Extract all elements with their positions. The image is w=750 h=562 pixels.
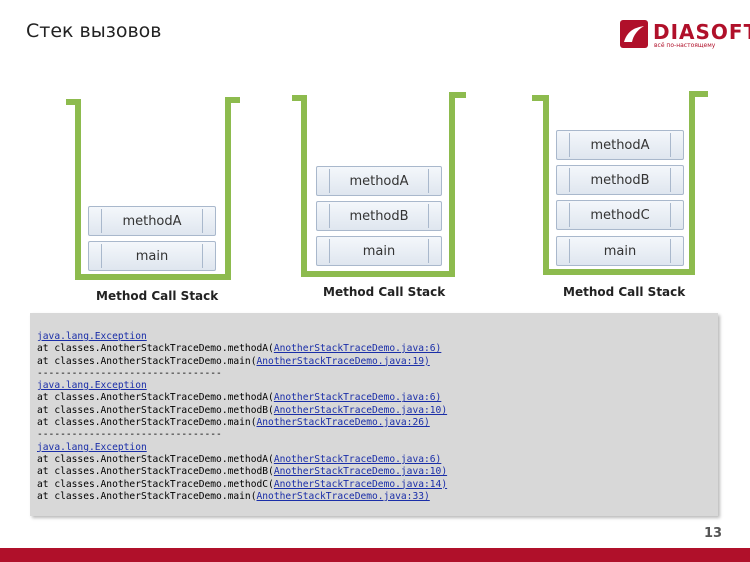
stack-container-1 [66,97,240,280]
source-link[interactable]: AnotherStackTraceDemo.java:10) [273,404,448,416]
source-link[interactable]: AnotherStackTraceDemo.java:10) [273,466,448,478]
logo-mark-icon [620,20,648,48]
trace-exception-line: java.lang.Exception [37,380,447,392]
trace-separator: -------------------------------- [37,367,222,379]
exception-link[interactable]: java.lang.Exception [37,380,147,392]
stack-trace-output: java.lang.Exception at classes.AnotherSt… [30,313,718,516]
stack-container-3 [532,91,708,275]
footer-bar [0,548,750,562]
diasoft-logo: DIASOFT всё по-настоящему [620,20,750,50]
trace-line: at classes.AnotherStackTraceDemo.methodA… [37,343,442,355]
stack-frame: main [556,236,684,266]
trace-line: at classes.AnotherStackTraceDemo.main(An… [37,417,430,429]
trace-line: at classes.AnotherStackTraceDemo.methodA… [37,453,442,465]
trace-separator: -------------------------------- [37,429,222,441]
logo-tagline: всё по-настоящему [654,42,716,49]
source-link[interactable]: AnotherStackTraceDemo.java:33) [256,490,430,502]
stack-frame: methodA [316,166,442,196]
exception-link[interactable]: java.lang.Exception [37,441,147,453]
stack-frame: methodB [316,201,442,231]
source-link[interactable]: AnotherStackTraceDemo.java:6) [273,343,442,355]
stack-frame: main [316,236,442,266]
source-link[interactable]: AnotherStackTraceDemo.java:6) [273,392,442,404]
stack-frame: methodA [556,130,684,160]
trace-line: at classes.AnotherStackTraceDemo.methodB… [37,466,448,478]
stack-container-2 [292,92,466,277]
source-link[interactable]: AnotherStackTraceDemo.java:26) [256,417,430,429]
stack-frame: methodA [88,206,216,236]
trace-line: at classes.AnotherStackTraceDemo.methodC… [37,478,448,490]
trace-line: at classes.AnotherStackTraceDemo.methodA… [37,392,442,404]
stack-label: Method Call Stack [323,285,446,299]
stack-frame: main [88,241,216,271]
stack-trace-text: java.lang.Exception at classes.AnotherSt… [37,331,447,503]
trace-line: at classes.AnotherStackTraceDemo.main(An… [37,490,430,502]
stack-frame: methodC [556,200,684,230]
trace-exception-line: java.lang.Exception [37,331,447,343]
stack-label: Method Call Stack [563,285,686,299]
source-link[interactable]: AnotherStackTraceDemo.java:14) [273,478,448,490]
stack-frame: methodB [556,165,684,195]
trace-exception-line: java.lang.Exception [37,442,447,454]
logo-name: DIASOFT [653,20,750,44]
source-link[interactable]: AnotherStackTraceDemo.java:6) [273,453,442,465]
page-number: 13 [704,526,723,541]
source-link[interactable]: AnotherStackTraceDemo.java:19) [256,355,430,367]
trace-line: at classes.AnotherStackTraceDemo.main(An… [37,355,430,367]
slide-title: Стек вызовов [26,20,162,42]
exception-link[interactable]: java.lang.Exception [37,331,147,342]
stack-label: Method Call Stack [96,289,219,303]
trace-line: at classes.AnotherStackTraceDemo.methodB… [37,404,448,416]
